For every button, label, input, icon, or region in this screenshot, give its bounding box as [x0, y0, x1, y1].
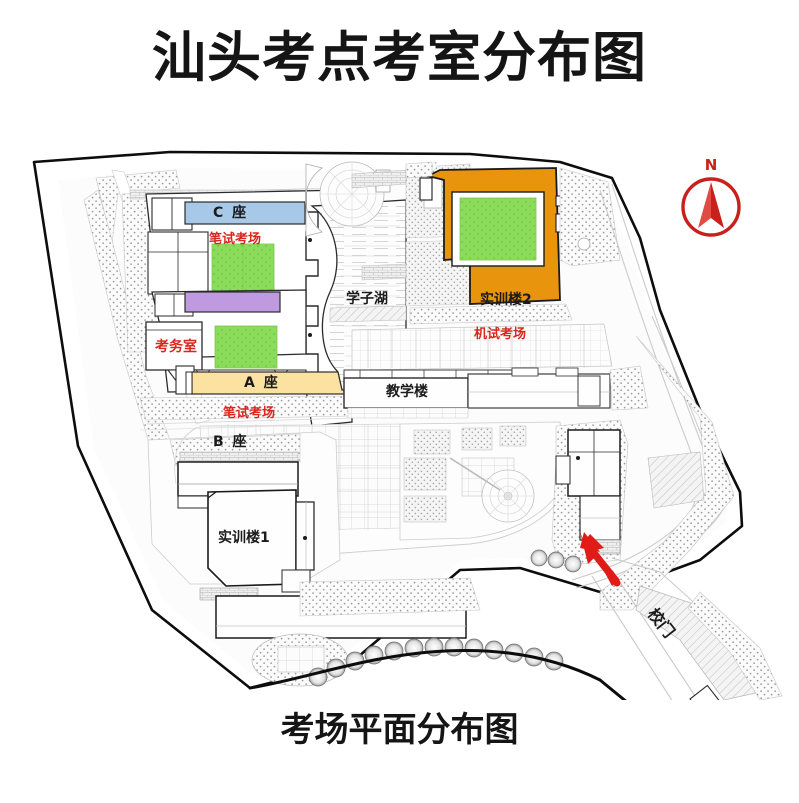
label-building-shixunlou2: 实训楼2	[480, 292, 532, 308]
compass-icon	[681, 177, 741, 237]
sw-path	[179, 451, 299, 462]
label-exam-zone-jishi: 机试考场	[474, 327, 527, 342]
entry-direction-arrow	[580, 532, 621, 587]
east-paving	[647, 451, 705, 509]
spine-node-a	[308, 238, 312, 242]
campus-map-svg	[32, 150, 783, 700]
label-building-a: A 座	[244, 375, 280, 391]
building-bar-b[interactable]	[184, 291, 281, 313]
planting-shixun2-south	[409, 303, 573, 325]
label-building-shixunlou1: 实训楼1	[218, 530, 270, 546]
drive-edge-1	[591, 575, 673, 700]
label-building-c: C 座	[213, 205, 249, 221]
planting-shixun2-east	[559, 167, 621, 267]
label-building-jiaoxuelou: 教学楼	[386, 384, 428, 400]
yard-grid-north	[351, 323, 613, 371]
label-lake-xuezihu: 学子湖	[346, 291, 388, 307]
spine-node-b	[308, 333, 312, 337]
courtyard-lawn-shixun2	[459, 197, 537, 261]
curved-walk	[305, 163, 324, 237]
tree-marker	[577, 237, 591, 251]
gate-house	[689, 684, 733, 700]
campus-map[interactable]: C 座 B 座 A 座 笔试考场 笔试考场 机试考场 考务室 学子湖 实训楼2 …	[0, 140, 799, 700]
label-exam-zone-bishi-south: 笔试考场	[223, 406, 276, 421]
page-title: 汕头考点考室分布图	[152, 26, 647, 89]
label-building-b: B 座	[213, 434, 249, 450]
label-exam-zone-bishi-north: 笔试考场	[209, 232, 262, 247]
compass-north-label: N	[704, 156, 718, 174]
north-compass: N	[676, 156, 746, 240]
south-road	[248, 649, 602, 690]
courtyard-lawn-b	[214, 325, 278, 369]
building-shixunlou1[interactable]	[207, 489, 297, 587]
page-caption: 考场平面分布图	[280, 710, 519, 750]
gate-road	[598, 678, 627, 700]
building-jiaoxuelou[interactable]	[343, 377, 469, 409]
drive-edge-2	[611, 569, 699, 700]
shixun2-west-wing	[419, 177, 433, 201]
label-exam-office: 考务室	[155, 339, 197, 355]
building-bar-c[interactable]	[184, 201, 306, 225]
